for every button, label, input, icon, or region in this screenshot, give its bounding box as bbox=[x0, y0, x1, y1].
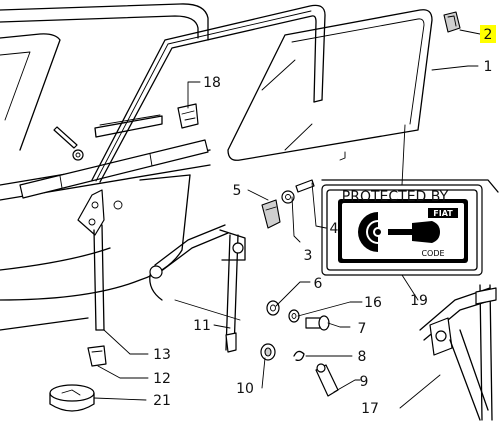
label-2[interactable]: 2 bbox=[484, 27, 493, 43]
washer-part-6 bbox=[266, 300, 280, 316]
handle-part-9 bbox=[315, 363, 339, 397]
label-18[interactable]: 18 bbox=[203, 75, 221, 91]
plug-part-21 bbox=[49, 384, 95, 412]
door-seal-strip bbox=[19, 139, 209, 199]
label-1[interactable]: 1 bbox=[484, 59, 493, 75]
label-12[interactable]: 12 bbox=[153, 371, 171, 387]
nut-part-10 bbox=[260, 343, 276, 361]
label-21[interactable]: 21 bbox=[153, 393, 171, 409]
label-7[interactable]: 7 bbox=[358, 321, 367, 337]
label-10[interactable]: 10 bbox=[236, 381, 254, 397]
lock-bracket bbox=[77, 189, 105, 331]
screw-left bbox=[53, 126, 84, 161]
label-5[interactable]: 5 bbox=[233, 183, 242, 199]
guide-part-5 bbox=[261, 199, 281, 229]
label-8[interactable]: 8 bbox=[358, 349, 367, 365]
screw-part-4 bbox=[281, 179, 315, 204]
window-regulator bbox=[149, 224, 246, 353]
part-labels: 2 1 18 5 4 3 6 16 7 8 9 10 11 13 12 21 1… bbox=[153, 25, 496, 417]
washer-part-16 bbox=[288, 309, 300, 323]
leader-glass-label bbox=[401, 124, 406, 186]
window-channel-frame bbox=[91, 4, 326, 183]
label-16[interactable]: 16 bbox=[364, 295, 382, 311]
leader-lines bbox=[93, 29, 481, 409]
label-13[interactable]: 13 bbox=[153, 347, 171, 363]
clip-part-8 bbox=[293, 350, 305, 362]
clip-part-12 bbox=[87, 345, 107, 367]
fiat-brand-text: FIAT bbox=[433, 209, 453, 218]
highlight-box bbox=[480, 25, 496, 43]
bolt-part-7 bbox=[305, 315, 330, 331]
label-4[interactable]: 4 bbox=[330, 221, 339, 237]
bracket-part-18 bbox=[177, 103, 199, 129]
label-9[interactable]: 9 bbox=[360, 374, 369, 390]
fiat-code-label: PROTECTED BY FIAT CODE bbox=[321, 179, 499, 276]
clip-part-2 bbox=[443, 11, 461, 33]
label-19[interactable]: 19 bbox=[410, 293, 428, 309]
protected-by-text: PROTECTED BY bbox=[342, 189, 449, 205]
label-11[interactable]: 11 bbox=[193, 318, 211, 334]
regulator-assembly-17 bbox=[419, 284, 497, 421]
label-3[interactable]: 3 bbox=[304, 248, 313, 264]
window-glass bbox=[227, 9, 433, 161]
label-6[interactable]: 6 bbox=[314, 276, 323, 292]
label-17[interactable]: 17 bbox=[361, 401, 379, 417]
code-text: CODE bbox=[421, 249, 444, 258]
